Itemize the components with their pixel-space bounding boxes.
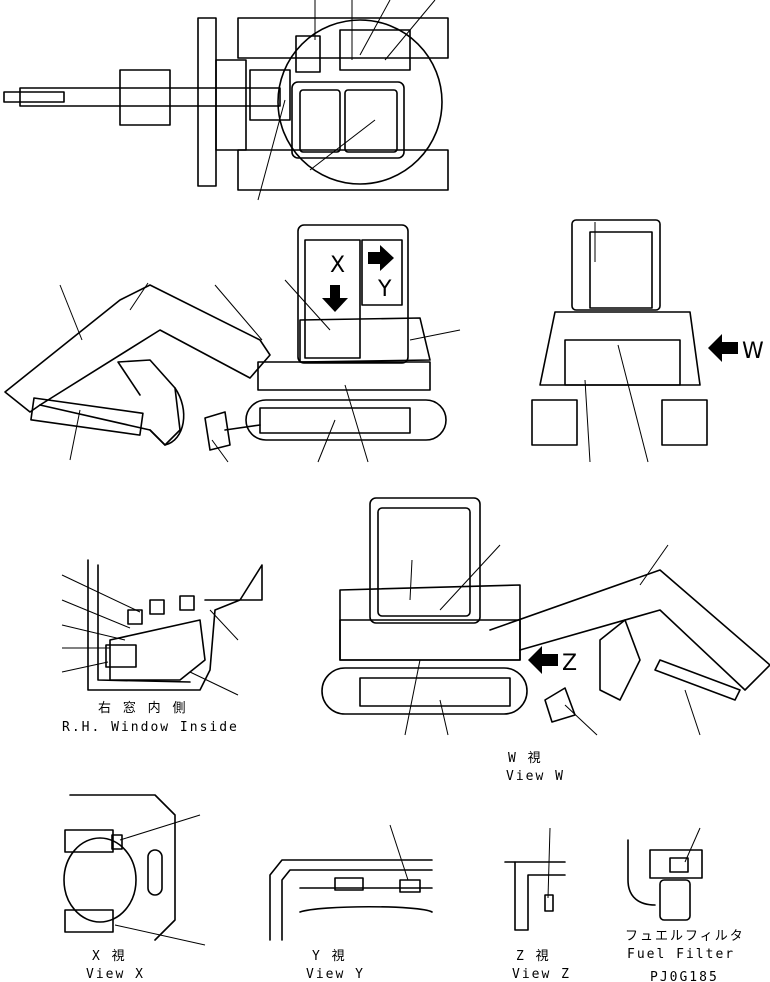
label-view-x-en: View X [86,967,145,982]
marker-w: W [742,339,764,364]
view-y: Y 視 View Y [269,824,433,982]
label-view-z-jp: Z 視 [516,949,551,964]
arrow-y-icon [368,245,394,271]
label-view-y-jp: Y 視 [312,949,347,964]
label-fuel-filter-jp: フュエルフィルタ [625,929,745,944]
label-fuel-filter-en: Fuel Filter [627,947,735,962]
label-view-w-en: View W [506,769,565,784]
arrow-w-icon [708,334,738,362]
label-view-z-en: View Z [512,967,571,982]
marker-y: Y [377,277,392,302]
label-window-jp: 右 窓 内 側 [98,700,187,716]
label-view-y-en: View Y [306,967,365,982]
arrow-x-icon [322,285,348,312]
marker-x: X [330,253,345,278]
rear-view: W [531,219,764,463]
fuel-filter-view: フュエルフィルタ Fuel Filter [625,827,745,962]
drawing-number: PJ0G185 [650,970,719,982]
marker-z: Z [562,651,577,676]
side-view-left: X Y [4,224,461,463]
label-window-en: R.H. Window Inside [62,720,239,735]
side-view-right: Z W 視 View W [321,497,770,784]
view-z: Z 視 View Z [504,827,571,982]
label-view-x-jp: X 視 [92,949,127,964]
top-view-machine [3,0,449,201]
arrow-z-icon [528,646,558,674]
view-x: X 視 View X [63,794,206,982]
window-inside-view: 右 窓 内 側 R.H. Window Inside [61,559,263,735]
label-view-w-jp: W 視 [508,751,543,766]
